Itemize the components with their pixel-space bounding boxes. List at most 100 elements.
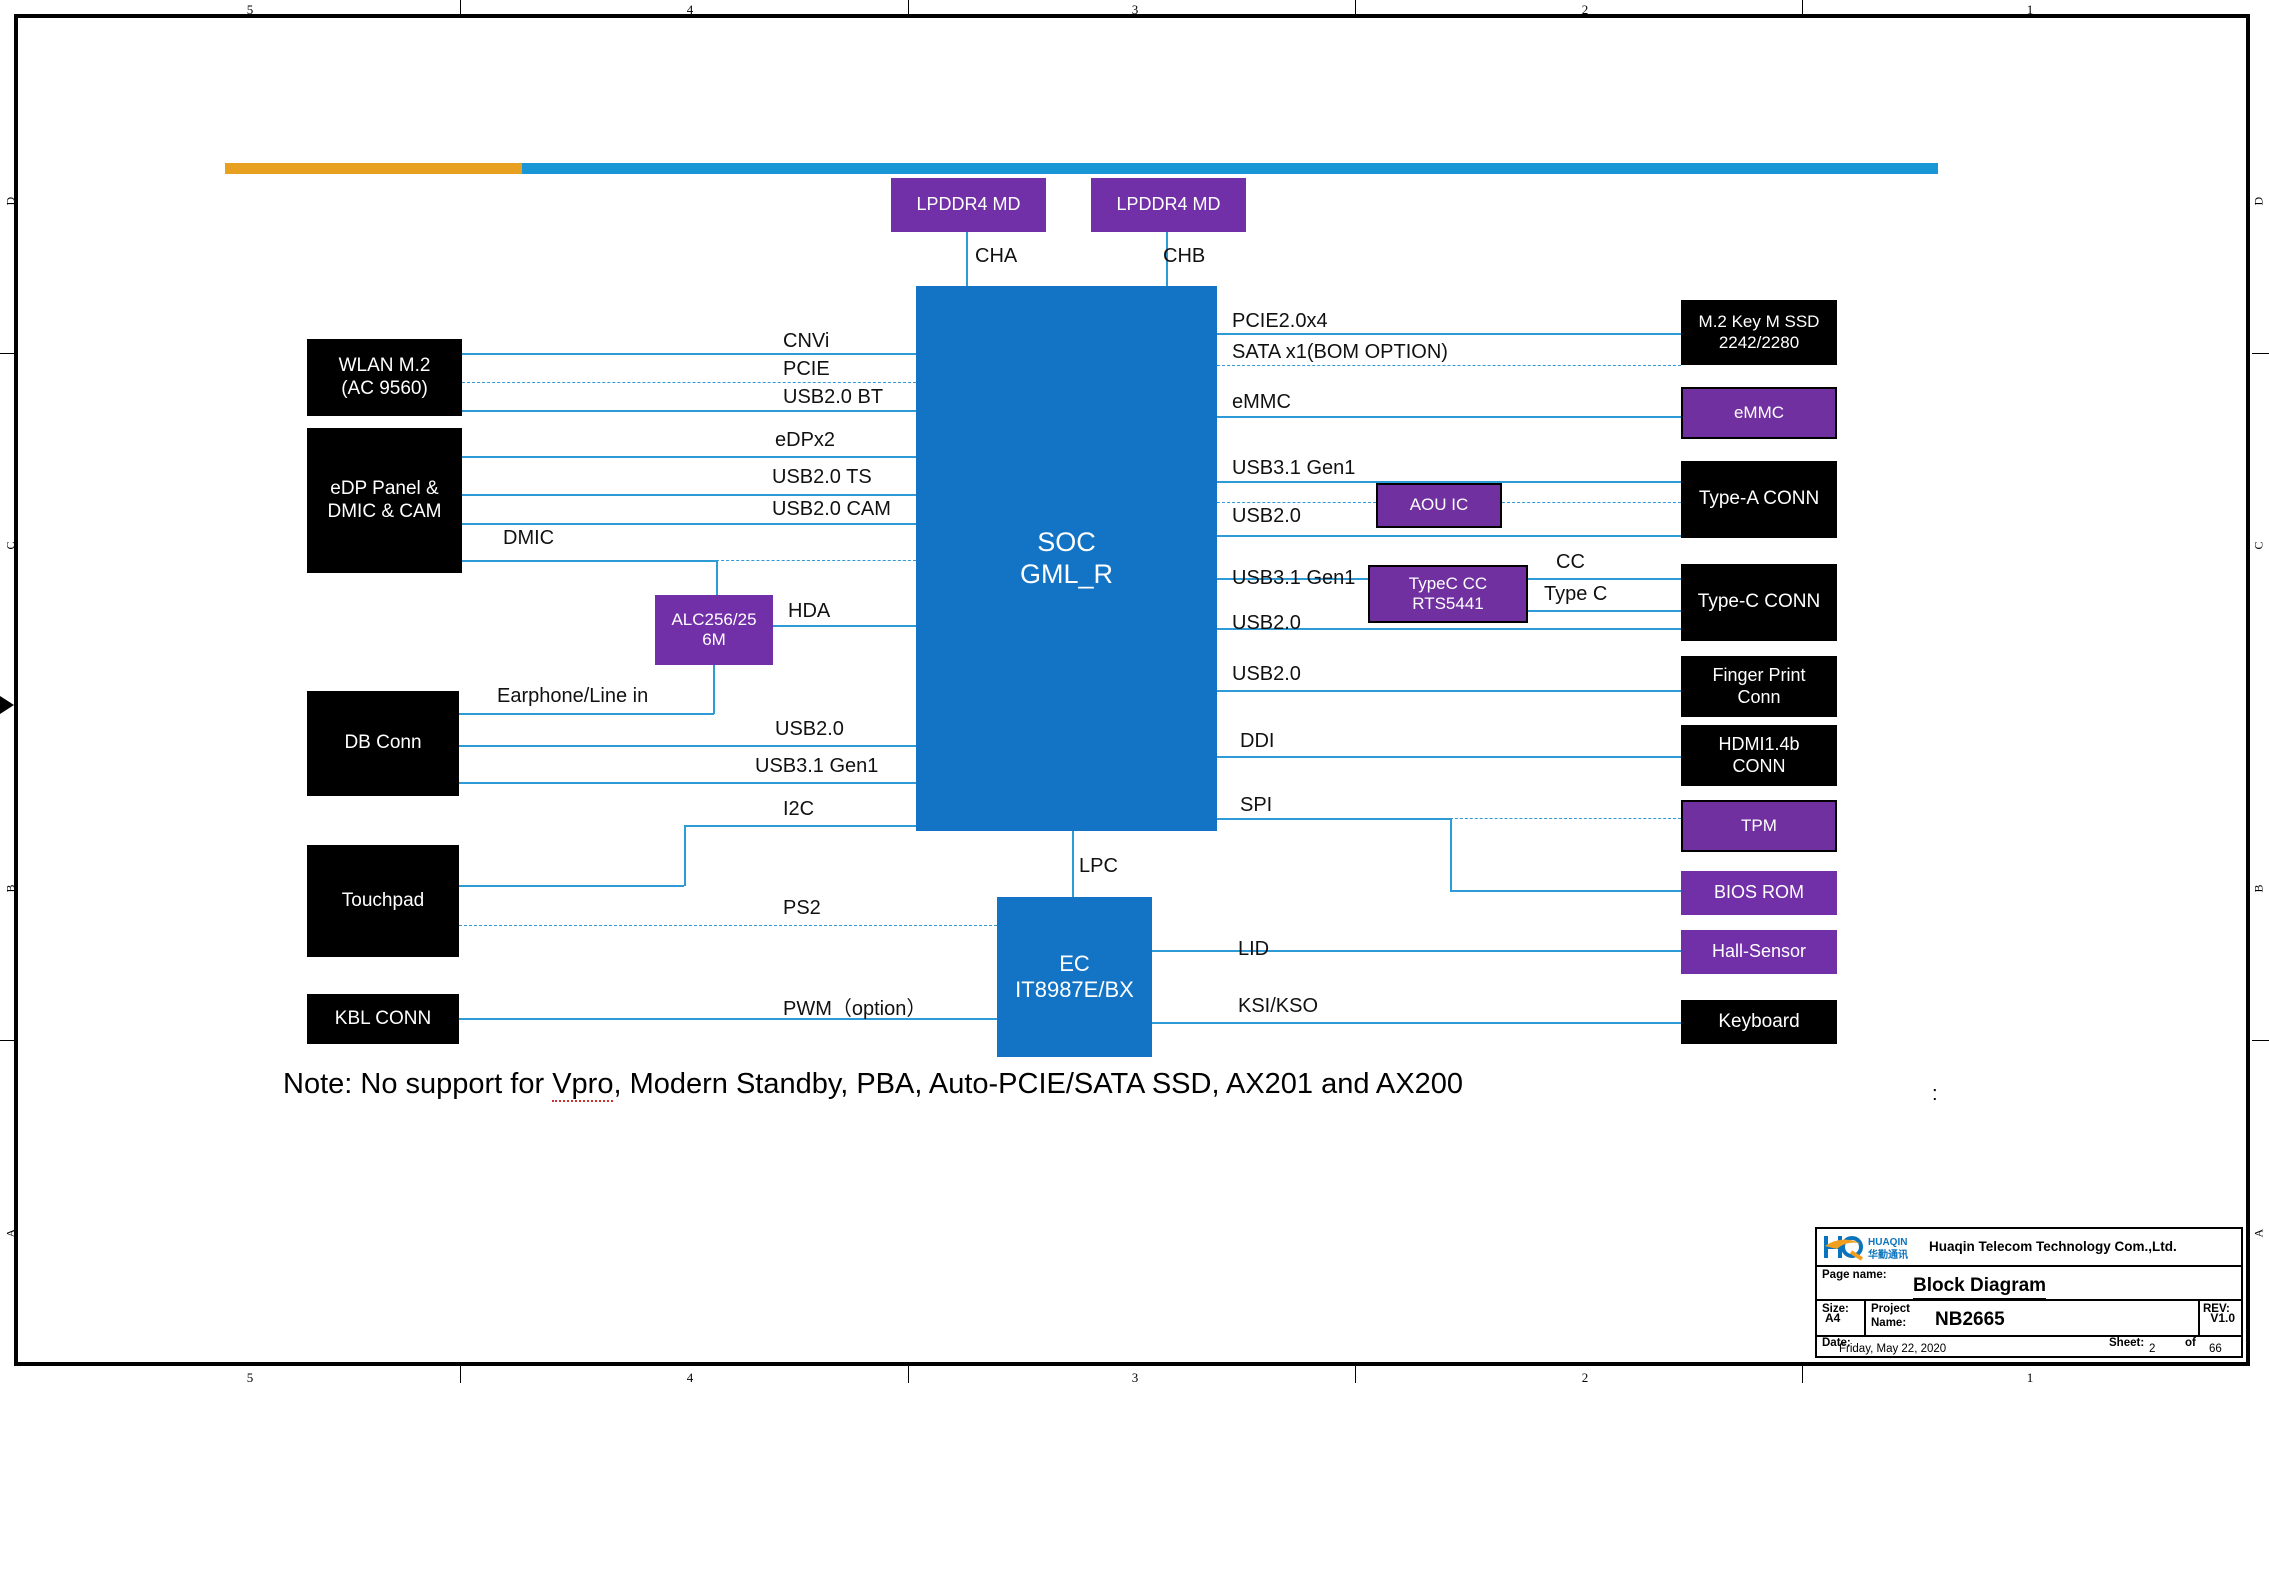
ruler-bottom-4: 4	[686, 1370, 694, 1385]
signal-usb20-ts: USB2.0 TS	[772, 466, 872, 488]
line-usb20-typec	[1217, 628, 1681, 630]
row-tick	[2252, 1040, 2269, 1041]
rev-value: V1.0	[2210, 1311, 2235, 1325]
project-name-value: NB2665	[1935, 1309, 2005, 1330]
ruler-tick	[1355, 0, 1356, 17]
date-value: Friday, May 22, 2020	[1839, 1343, 1947, 1355]
huaqin-logo-icon: HUAQIN 华勤通讯	[1823, 1233, 1915, 1263]
signal-lid: LID	[1238, 938, 1270, 960]
date-label: Date:	[1822, 1337, 1851, 1349]
signal-db-usb20: USB2.0	[775, 718, 844, 740]
row-label-c: C	[3, 541, 18, 550]
row-label-b: B	[3, 884, 18, 893]
line-sata-x1	[1217, 365, 1681, 366]
decor-bar-blue	[522, 163, 1938, 174]
signal-usb31gen1-c: USB3.1 Gen1	[1232, 567, 1356, 589]
soc-label-line1: SOC	[1037, 526, 1096, 557]
signal-hda: HDA	[788, 600, 831, 622]
line-spi-bios	[1450, 890, 1681, 892]
line-i2c-h2	[684, 825, 916, 827]
line-pcie-wlan	[462, 382, 916, 383]
signal-sata-x1: SATA x1(BOM OPTION)	[1232, 341, 1448, 363]
typec-cc-line1: TypeC CC	[1408, 573, 1488, 593]
ruler-bottom-3: 3	[1131, 1370, 1139, 1385]
note-spellcheck-word: Vpro	[552, 1068, 614, 1102]
line-lpc	[1072, 831, 1074, 897]
signal-usb20-bt: USB2.0 BT	[783, 386, 884, 408]
soc-block: SOC GML_R	[916, 286, 1217, 831]
keyboard-block: Keyboard	[1681, 1000, 1837, 1044]
line-usb31gen1-c	[1217, 578, 1368, 580]
line-earphone-v	[713, 665, 715, 714]
aou-ic: AOU IC	[1376, 483, 1502, 528]
audio-codec-line2: 6M	[702, 630, 726, 649]
audio-codec-ic: ALC256/25 6M	[655, 595, 773, 665]
line-chb	[1166, 232, 1168, 286]
row-label-a-right: A	[2251, 1228, 2266, 1238]
sheet-number: 2	[2149, 1343, 2156, 1355]
m2-ssd-line2: 2242/2280	[1718, 332, 1800, 352]
hdmi-conn-line1: HDMI1.4b	[1718, 734, 1800, 755]
type-a-conn-label: Type-A CONN	[1698, 488, 1820, 510]
company-name: Huaqin Telecom Technology Com.,Ltd.	[1929, 1239, 2177, 1254]
emmc-label: eMMC	[1733, 402, 1785, 422]
ruler-tick	[908, 0, 909, 17]
soc-label-line2: GML_R	[1019, 558, 1114, 589]
lpddr4-md-chb-label: LPDDR4 MD	[1116, 194, 1221, 215]
svg-text:HUAQIN: HUAQIN	[1868, 1237, 1907, 1248]
line-typea-bottom	[1217, 535, 1681, 537]
touchpad-block: Touchpad	[307, 845, 459, 957]
sheet-of-label: of	[2185, 1337, 2196, 1349]
line-dmic-h	[462, 560, 717, 562]
line-usb20-aou-right	[1502, 502, 1681, 503]
line-pwm	[459, 1018, 997, 1020]
signal-usb20-typec: USB2.0	[1232, 612, 1301, 634]
signal-pcie20x4: PCIE2.0x4	[1232, 310, 1328, 332]
signal-usb20-aou: USB2.0	[1232, 505, 1301, 527]
ruler-tick	[1355, 1366, 1356, 1383]
keyboard-label: Keyboard	[1718, 1010, 1800, 1032]
ec-label-line2: IT8987E/BX	[1015, 977, 1134, 1002]
type-c-conn-label: Type-C CONN	[1697, 591, 1821, 613]
signal-edpx2: eDPx2	[775, 429, 836, 451]
signal-ksi-kso: KSI/KSO	[1238, 995, 1319, 1017]
signal-usb20-cam: USB2.0 CAM	[772, 498, 891, 520]
line-usb20-ts	[462, 494, 916, 496]
ruler-tick	[908, 1366, 909, 1383]
m2-ssd-line1: M.2 Key M SSD	[1698, 312, 1820, 332]
ruler-top-2: 2	[1581, 2, 1589, 17]
signal-ddi: DDI	[1240, 730, 1275, 752]
line-ksi-kso	[1152, 1022, 1681, 1024]
ruler-top-3: 3	[1131, 2, 1139, 17]
signal-cnvi: CNVi	[783, 330, 830, 352]
typec-cc-line2: RTS5441	[1412, 594, 1484, 613]
line-i2c-h1	[459, 885, 684, 887]
ruler-bottom-5: 5	[246, 1370, 254, 1385]
wlan-m2-label-line2: (AC 9560)	[341, 377, 428, 399]
rev-label: REV:	[2203, 1303, 2230, 1315]
line-pcie20x4	[1217, 333, 1681, 335]
edp-panel-block: eDP Panel & DMIC & CAM	[307, 428, 462, 573]
hall-sensor-label: Hall-Sensor	[1711, 941, 1807, 962]
line-usb20-cam	[462, 523, 916, 525]
bios-rom-block: BIOS ROM	[1681, 871, 1837, 915]
bios-rom-label: BIOS ROM	[1713, 882, 1804, 903]
type-a-conn-block: Type-A CONN	[1681, 461, 1837, 538]
audio-codec-line1: ALC256/25	[671, 609, 757, 629]
signal-emmc: eMMC	[1232, 391, 1291, 413]
type-c-conn-block: Type-C CONN	[1681, 564, 1837, 641]
svg-text:华勤通讯: 华勤通讯	[1868, 1248, 1908, 1261]
decor-bar-orange	[225, 163, 522, 174]
ruler-tick	[1802, 1366, 1803, 1383]
m2-ssd-block: M.2 Key M SSD 2242/2280	[1681, 300, 1837, 365]
row-label-b-right: B	[2251, 884, 2266, 893]
lpddr4-md-cha-label: LPDDR4 MD	[916, 194, 1021, 215]
signal-lpc: LPC	[1079, 855, 1118, 877]
row-tick	[0, 353, 16, 354]
sheet-total: 66	[2209, 1343, 2222, 1355]
ruler-top-1: 1	[2026, 2, 2034, 17]
row-label-c-right: C	[2251, 541, 2266, 550]
signal-usb31gen1-a: USB3.1 Gen1	[1232, 457, 1356, 479]
signal-spi: SPI	[1240, 794, 1273, 816]
signal-pcie: PCIE	[783, 358, 830, 380]
